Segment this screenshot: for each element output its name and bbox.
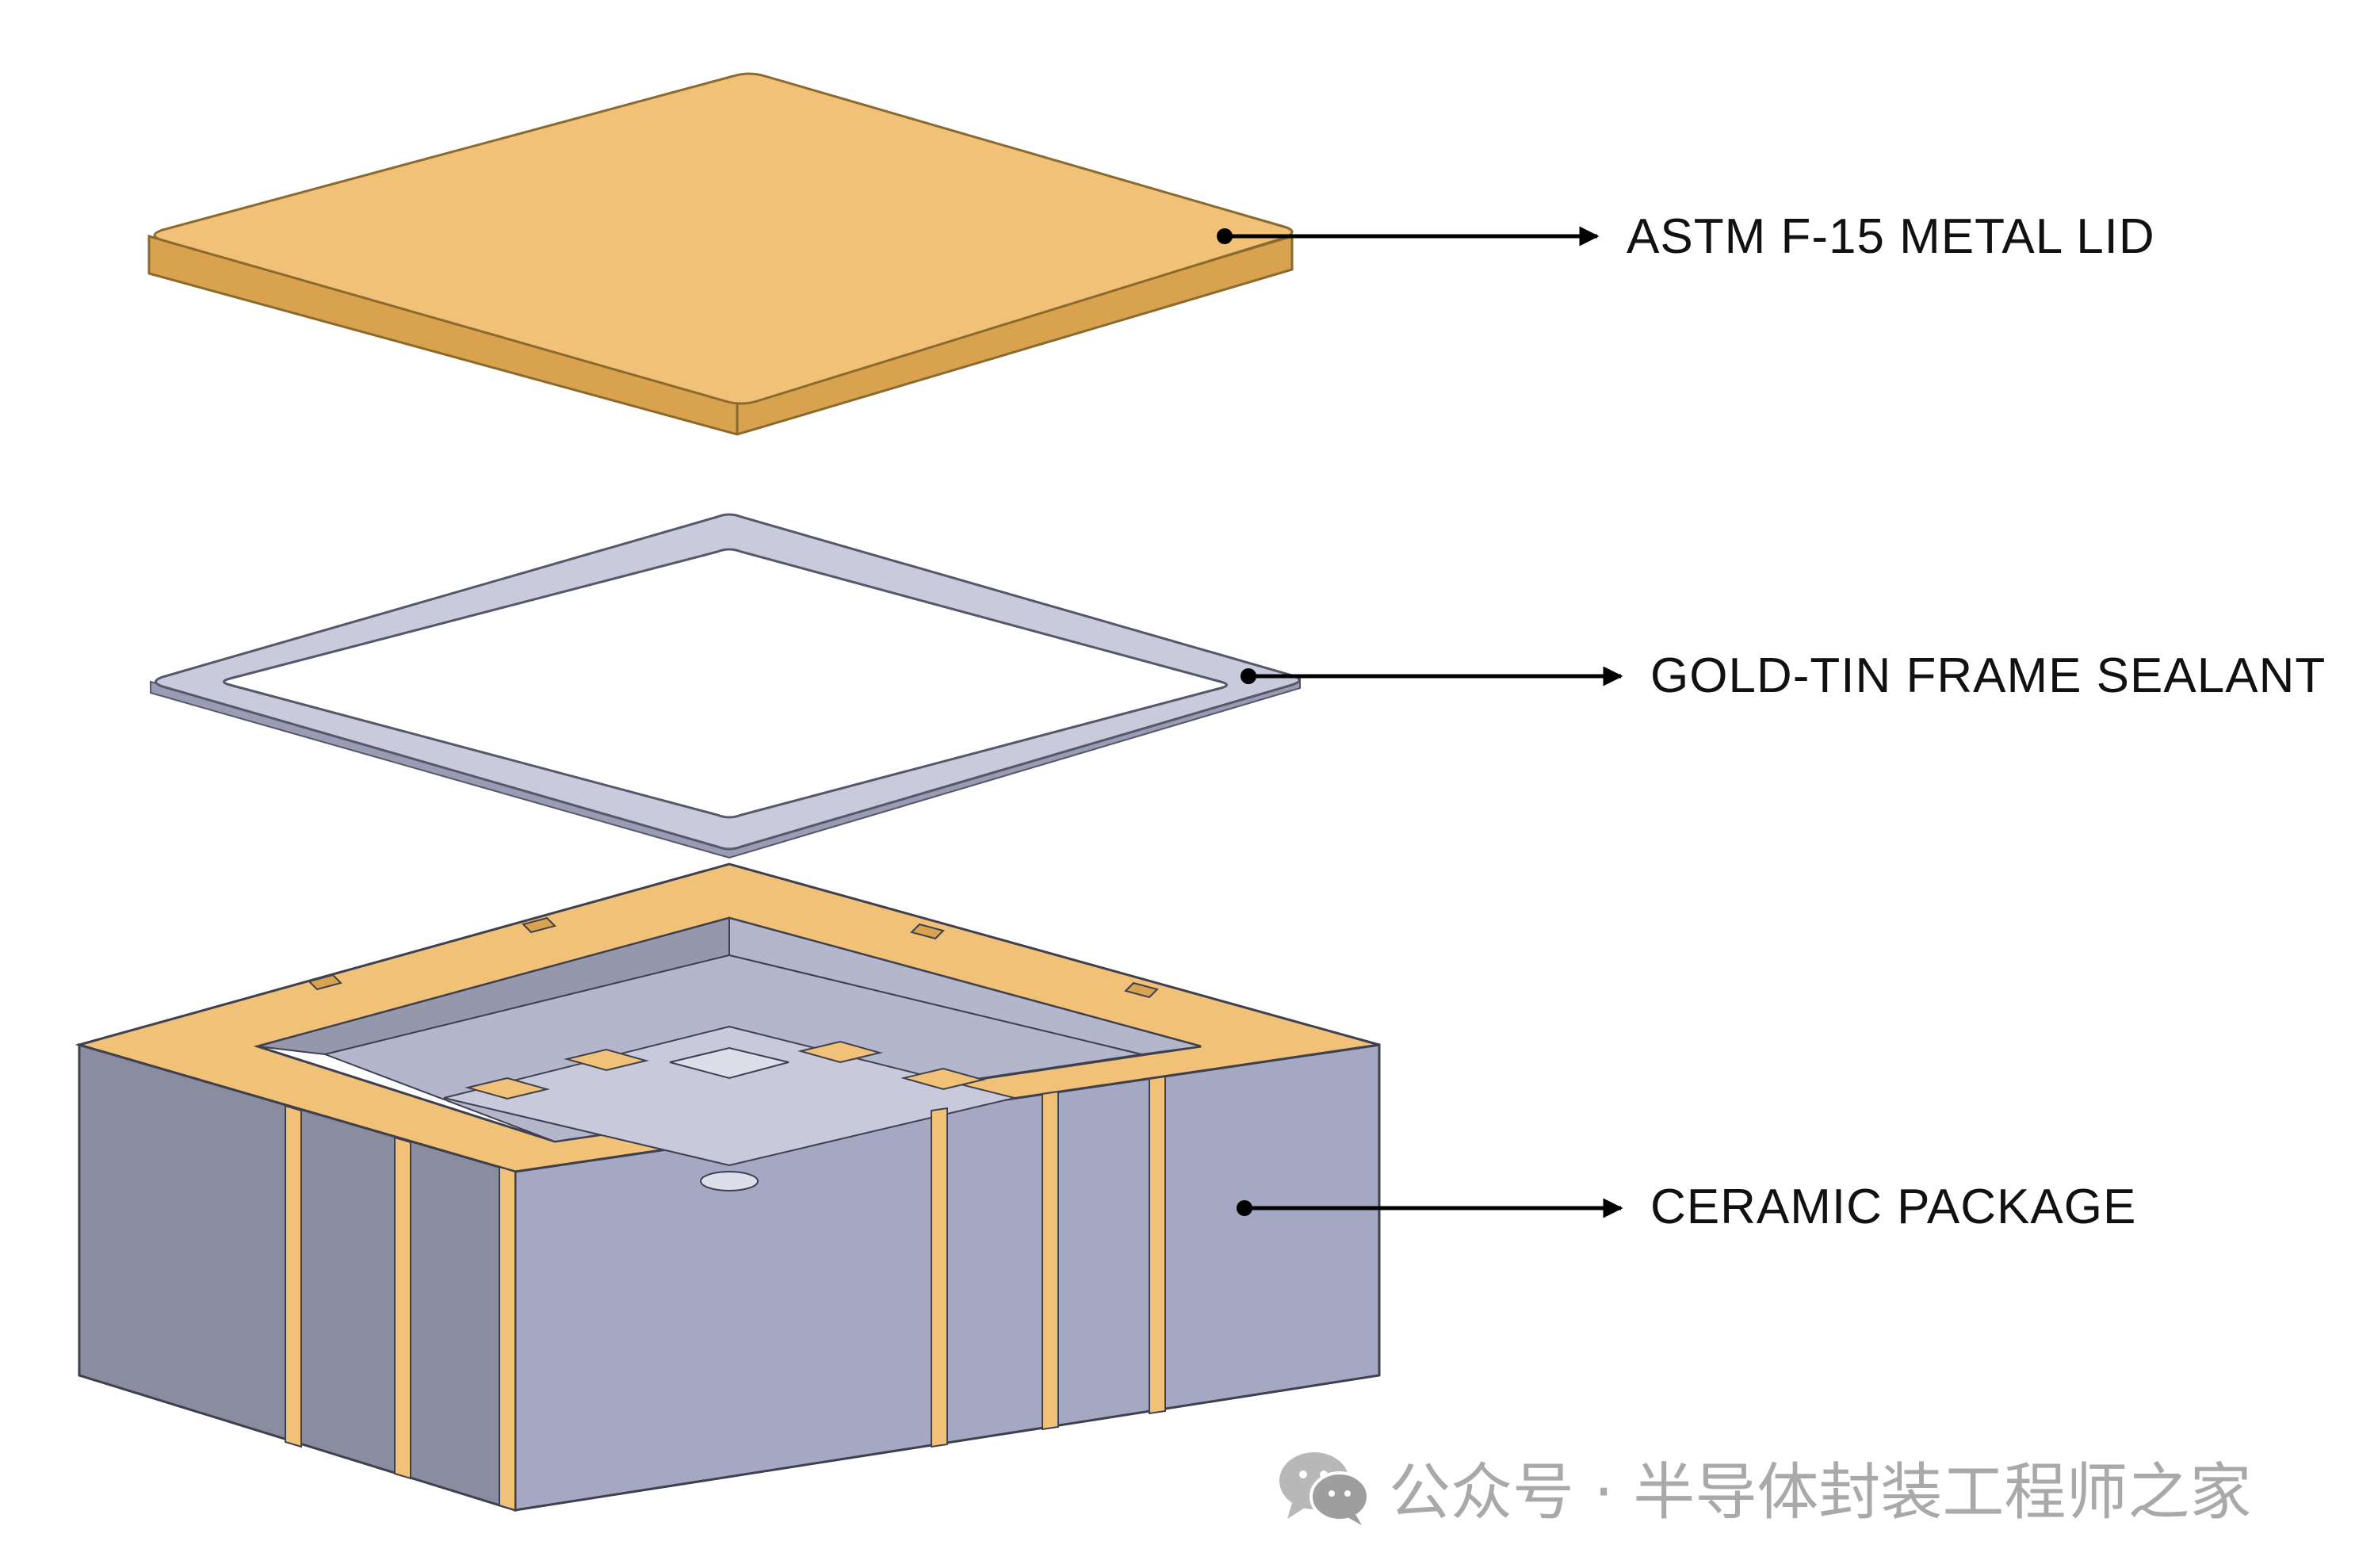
callout-leader-package [1237,1198,1623,1218]
bond-pad [465,1077,550,1100]
cavity-via [700,1171,759,1191]
bond-pad [900,1067,986,1091]
wechat-icon [1279,1452,1370,1525]
cavity-pedestal-step [669,1046,789,1080]
cavity-pedestal [443,1025,1015,1167]
castellation-stripe [1042,1090,1059,1431]
callout-label-metal-lid: ASTM F-15 METAL LID [1627,209,2155,264]
ceramic-package [75,862,1381,1513]
metal-lid-top [153,72,1294,405]
sealant-frame-ring [155,513,1301,851]
bond-pad [797,1040,883,1064]
rim-notch [1124,981,1159,999]
castellation-stripe [285,1104,302,1448]
metal-lid [147,72,1294,436]
bond-pad [564,1048,649,1072]
castellation-stripe [499,1165,516,1512]
callout-leader-lid [1217,226,1600,247]
rim-notch [522,916,556,934]
rim-notch [308,973,342,991]
callout-leader-frame [1241,666,1623,686]
watermark: 公众号 · 半导体封装工程师之家 [1276,1443,2251,1532]
callout-label-frame-sealant: GOLD-TIN FRAME SEALANT [1650,648,2326,703]
rim-notch [910,923,945,940]
castellation-stripe [394,1136,411,1480]
callout-label-ceramic-package: CERAMIC PACKAGE [1650,1180,2137,1234]
sealant-frame [150,513,1301,859]
castellation-stripe [931,1107,948,1448]
watermark-text: 公众号 · 半导体封装工程师之家 [1389,1457,2252,1528]
castellation-stripe [1149,1075,1166,1415]
